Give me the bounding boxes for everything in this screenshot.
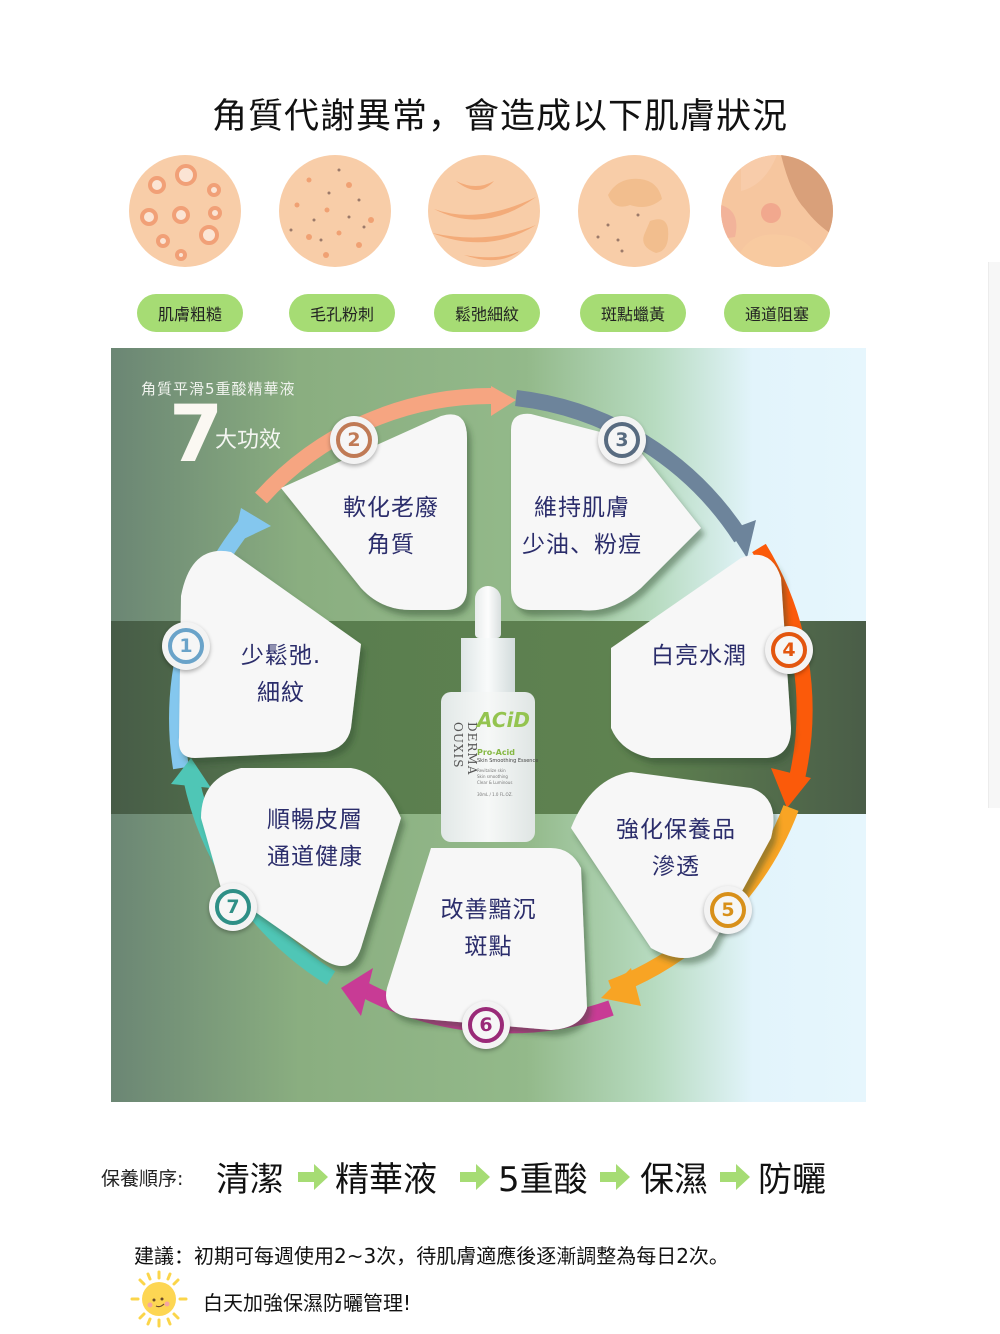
effect-2-line-2: 角質 — [367, 532, 415, 558]
effect-badge-7: 7 — [209, 883, 257, 931]
effect-card-3 — [511, 413, 701, 611]
product-name: 角質平滑5重酸精華液 — [141, 380, 296, 398]
spots-dullness-icon — [578, 155, 690, 267]
condition-pill-clogged: 通道阻塞 — [724, 294, 830, 332]
effect-5-line-2: 滲透 — [652, 854, 700, 880]
effects-heading: 大功效 — [215, 428, 282, 453]
effect-card-6 — [386, 848, 587, 1030]
routine-step-1: 清潔 — [216, 1160, 284, 1200]
effect-text-5: 強化保養品 滲透 — [601, 812, 751, 886]
effect-badge-6: 6 — [462, 1001, 510, 1049]
routine-label: 保養順序: — [101, 1168, 184, 1190]
bottle-line4: Skin smoothing — [477, 774, 508, 779]
arrow-head-1 — [233, 508, 271, 544]
effect-text-6: 改善黯沉 斑點 — [421, 892, 556, 966]
condition-pill-pores: 毛孔粉刺 — [289, 294, 395, 332]
effect-6-line-2: 斑點 — [464, 934, 513, 960]
clogged-pores-icon — [721, 155, 833, 267]
arrow-head-4 — [771, 768, 811, 808]
effect-7-line-1: 順暢皮層 — [267, 807, 363, 833]
effect-number-5: 5 — [710, 892, 746, 928]
bottle-cap — [461, 638, 515, 694]
scrollbar-track[interactable] — [988, 262, 1000, 808]
bottle-brand: DERMA OUXIS — [451, 722, 479, 776]
product-bottle: DERMA OUXIS ACiD Pro-Acid Skin Smoothing… — [441, 586, 539, 842]
effect-2-line-1: 軟化老廢 — [343, 495, 439, 521]
condition-pill-wrinkles: 鬆弛細紋 — [434, 294, 540, 332]
effect-text-7: 順暢皮層 通道健康 — [245, 802, 385, 876]
effect-1-line-2: 細紋 — [257, 680, 305, 706]
effect-badge-4: 4 — [765, 626, 813, 674]
condition-pill-rough: 肌膚粗糙 — [137, 294, 243, 332]
effect-badge-5: 5 — [704, 886, 752, 934]
effect-text-3: 維持肌膚 少油、粉痘 — [507, 490, 657, 564]
effect-7-line-2: 通道健康 — [267, 844, 363, 870]
effect-4-line-1: 白亮水潤 — [651, 643, 747, 669]
routine-step-3: 5重酸 — [498, 1160, 588, 1200]
effect-text-1: 少鬆弛. 細紋 — [221, 638, 341, 712]
page-title: 角質代謝異常，會造成以下肌膚狀況 — [211, 97, 788, 137]
effect-3-line-2: 少油、粉痘 — [522, 532, 642, 558]
routine-steps: 保養順序: 清潔 精華液 5重酸 保濕 防曬 — [0, 1152, 1000, 1202]
daytime-advice: 白天加強保濕防曬管理! — [203, 1291, 412, 1315]
routine-step-4: 保濕 — [640, 1160, 708, 1200]
effect-badge-2: 2 — [330, 416, 378, 464]
arrow-head-2 — [491, 386, 516, 416]
effect-card-4 — [611, 554, 791, 758]
usage-advice: 建議：初期可每週使用2~3次，待肌膚適應後逐漸調整為每日2次。 — [134, 1244, 729, 1268]
effect-number-6: 6 — [468, 1007, 504, 1043]
condition-pill-spots: 斑點蠟黃 — [580, 294, 686, 332]
effect-text-2: 軟化老廢 角質 — [311, 490, 471, 564]
effect-text-4: 白亮水潤 — [639, 638, 759, 675]
arrow-right-icon — [600, 1164, 630, 1190]
bottle-line1: Pro-Acid — [477, 748, 516, 757]
effect-number-4: 4 — [771, 632, 807, 668]
pores-blackheads-icon — [279, 155, 391, 267]
bottle-dropper-bulb — [475, 586, 501, 638]
arrow-right-icon — [298, 1164, 328, 1190]
arrow-head-3 — [729, 520, 756, 558]
sun-icon — [130, 1270, 188, 1328]
arrow-head-7 — [171, 758, 211, 788]
effect-number-3: 3 — [604, 422, 640, 458]
routine-step-5: 防曬 — [758, 1160, 826, 1200]
routine-step-2: 精華液 — [335, 1160, 437, 1200]
effect-badge-1: 1 — [162, 622, 210, 670]
effect-badge-3: 3 — [598, 416, 646, 464]
effect-3-line-1: 維持肌膚 — [534, 495, 630, 521]
arrow-head-5 — [601, 968, 641, 1006]
effects-count: 7 — [169, 390, 224, 480]
effect-1-line-1: 少鬆弛. — [240, 643, 322, 669]
bottle-volume: 30mL / 1.0 FL.OZ. — [477, 792, 513, 797]
sagging-wrinkles-icon — [428, 155, 540, 267]
rough-skin-icon — [129, 155, 241, 267]
effect-number-2: 2 — [336, 422, 372, 458]
effect-6-line-1: 改善黯沉 — [440, 897, 537, 923]
effect-5-line-1: 強化保養品 — [616, 817, 736, 843]
arrow-head-6 — [341, 968, 373, 1016]
bottle-line3: Revitalize skin — [477, 768, 506, 773]
effect-number-1: 1 — [168, 628, 204, 664]
effect-card-7 — [201, 768, 401, 966]
bottle-line5: Clear & Luminous — [477, 780, 513, 785]
effect-card-1 — [178, 550, 361, 758]
arrow-right-icon — [460, 1164, 490, 1190]
arrow-right-icon — [720, 1164, 750, 1190]
bottle-line2: Skin Smoothing Essence — [477, 758, 539, 764]
effect-card-2 — [281, 414, 467, 610]
effect-number-7: 7 — [215, 889, 251, 925]
bottle-body: DERMA OUXIS ACiD Pro-Acid Skin Smoothing… — [441, 692, 539, 842]
effects-panel: 角質平滑5重酸精華液 7 大功效 DERMA OUXIS ACiD Pro-Ac… — [111, 348, 866, 1102]
bottle-logo: ACiD — [477, 708, 530, 732]
